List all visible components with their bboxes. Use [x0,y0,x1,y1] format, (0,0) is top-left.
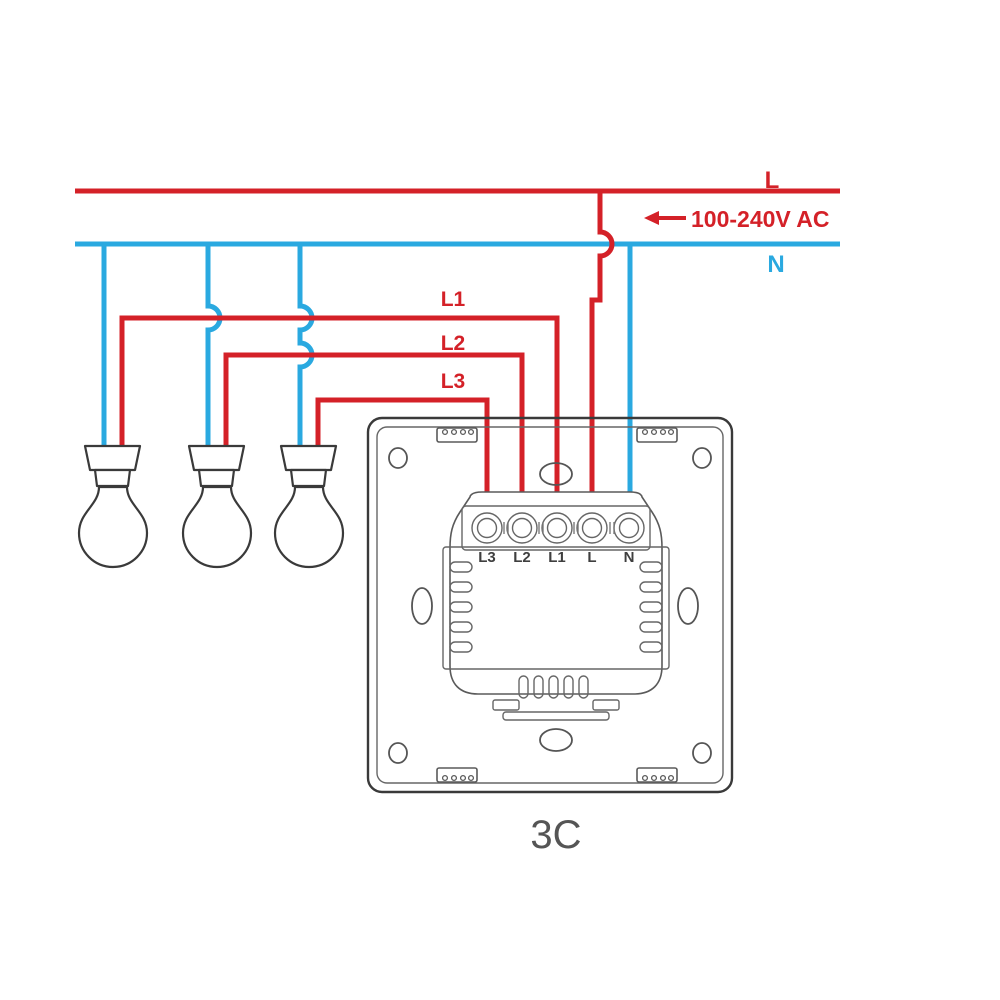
terminal-label-L2: L2 [513,549,531,566]
switched-line-label-L3: L3 [441,370,466,393]
live-feed-drop [589,191,615,530]
panel-corner-hole-bottom-right [692,742,712,764]
diagram-caption: 3C [530,813,581,857]
lamp-2-cap-plate [187,444,246,472]
lamp-1 [77,444,149,569]
lamp-2 [181,444,253,569]
terminal-label-L3: L3 [478,549,496,566]
neutral-drop-lamp-3 [297,244,315,447]
panel-tab-connector-bottom-left [436,767,478,783]
terminal-block[interactable] [471,512,645,544]
voltage-label: 100-240V AC [691,206,830,232]
panel-tab-connector-bottom-right [636,767,678,783]
module-bottom-bar [502,711,610,721]
terminal-label-L: L [587,549,596,566]
lamp-2-bulb-glass [181,485,253,569]
module-inner-panel [442,546,670,670]
terminal-label-N: N [624,549,635,566]
switched-line-label-group: L1 L2 L3 [441,288,466,393]
switched-line-label-L1: L1 [441,288,466,311]
switch-panel[interactable]: L3 L2 L1 L N [366,416,734,794]
module-bottom-ledge-right [592,699,620,711]
module-vent-ribs-left [449,561,473,653]
terminal-separators [503,522,615,534]
lamp-1-cap-plate [83,444,142,472]
terminal-strip-housing [461,505,651,551]
terminal-label-L1: L1 [548,549,566,566]
lamp-3-bulb-glass [273,485,345,569]
lamp-3-cap-plate [279,444,338,472]
arrow-left-icon [644,211,686,225]
switched-live-L2 [223,352,525,530]
neutral-drop-lamp-2 [205,244,223,447]
panel-tab-connector-top-right [636,427,678,443]
switched-live-L3 [315,397,490,530]
terminal-L[interactable] [576,512,608,544]
switched-live-L1 [119,315,560,530]
panel-tab-connector-top-left [436,427,478,443]
lamp-3-collar [289,468,328,488]
panel-outer-frame [366,416,734,794]
lamp-3 [273,444,345,569]
lamp-1-bulb-glass [77,485,149,569]
switch-module-body [449,491,663,695]
module-vent-ribs-right [639,561,663,653]
mains-drop-group [589,191,633,530]
module-bottom-prongs [518,675,589,699]
neutral-drop-group [101,244,315,447]
terminal-L1[interactable] [541,512,573,544]
panel-corner-hole-bottom-left [388,742,408,764]
supply-label-group: L N 100-240V AC [644,167,830,278]
panel-bottom-centre-oval [539,728,573,752]
lamp-2-collar [197,468,236,488]
panel-side-slot-left [411,587,433,625]
panel-corner-hole-top-right [692,447,712,469]
switched-live-group [119,315,560,530]
terminal-label-group: L3 L2 L1 L N [478,549,634,566]
neutral-label: N [767,251,784,278]
panel-side-slot-right [677,587,699,625]
panel-corner-hole-top-left [388,447,408,469]
supply-bus-group [75,188,840,247]
terminal-L3[interactable] [471,512,503,544]
lamp-1-collar [93,468,132,488]
module-bottom-ledge-left [492,699,520,711]
switched-line-label-L2: L2 [441,332,466,355]
live-label: L [765,167,780,194]
panel-inner-frame [376,426,724,784]
panel-top-centre-oval [539,462,573,486]
terminal-L2[interactable] [506,512,538,544]
